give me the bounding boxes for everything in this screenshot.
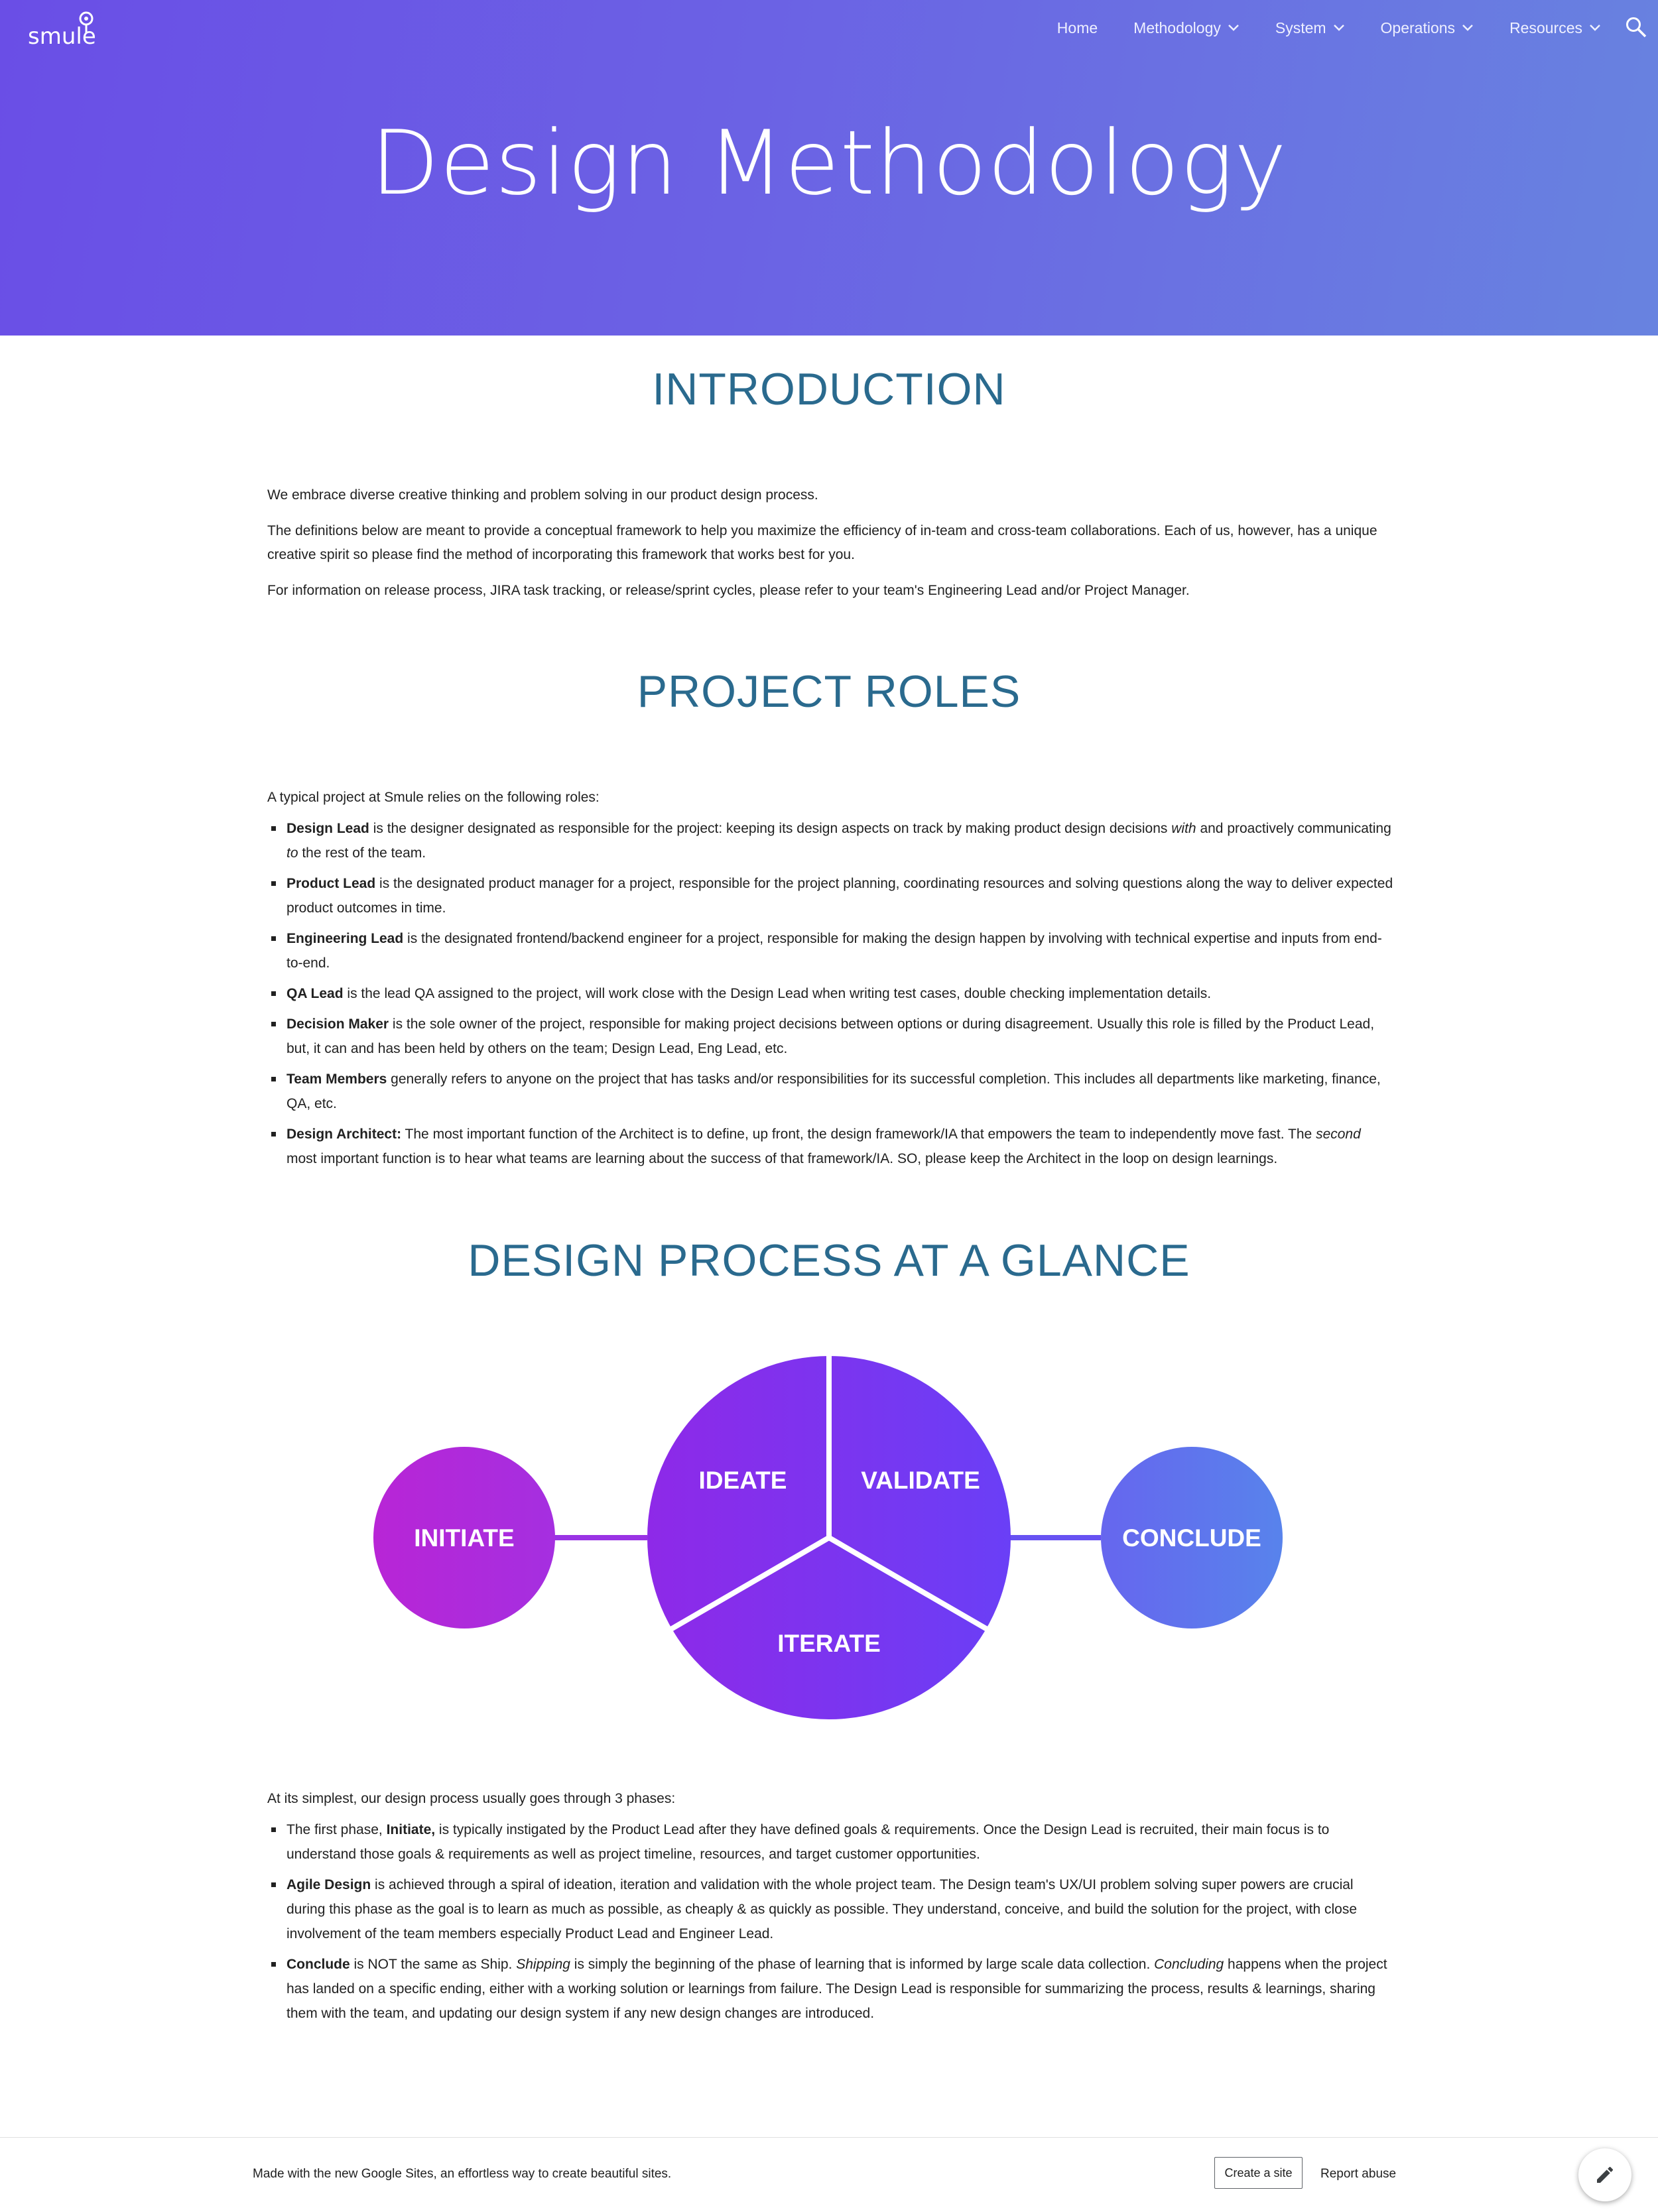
hero-banner: smule Home Methodology System Operations…	[0, 0, 1658, 336]
role-term: Product Lead	[287, 876, 376, 891]
validate-label: VALIDATE	[861, 1467, 980, 1494]
edit-button[interactable]	[1578, 2148, 1631, 2201]
list-item: Conclude is NOT the same as Ship. Shippi…	[267, 1952, 1395, 2026]
process-list: The first phase, Initiate, is typically …	[267, 1817, 1395, 2032]
nav-home[interactable]: Home	[1057, 19, 1098, 37]
role-text: the rest of the team.	[298, 845, 426, 861]
role-text: is the designated product manager for a …	[287, 876, 1393, 916]
process-text: is NOT the same as Ship.	[350, 1957, 517, 1972]
list-item: Engineering Lead is the designated front…	[267, 926, 1395, 975]
role-text: generally refers to anyone on the projec…	[287, 1072, 1381, 1111]
process-text: happens when the project has landed on a…	[287, 1957, 1387, 2021]
design-process-diagram: INITIATE IDEATE VALIDATE ITERATE CONCLUD…	[373, 1353, 1283, 1719]
role-term: Engineering Lead	[287, 931, 404, 946]
process-text: is typically instigated by the Product L…	[287, 1822, 1330, 1862]
role-term: Design Lead	[287, 821, 369, 836]
role-text: is the lead QA assigned to the project, …	[343, 986, 1212, 1001]
logo-text: smule	[28, 23, 96, 49]
footer-divider	[0, 2137, 1658, 2138]
intro-paragraph: For information on release process, JIRA…	[267, 583, 1190, 598]
nav-home-label: Home	[1056, 19, 1098, 36]
process-heading: DESIGN PROCESS AT A GLANCE	[468, 1235, 1190, 1286]
process-text: is achieved through a spiral of ideation…	[287, 1877, 1358, 1941]
process-text: is simply the beginning of the phase of …	[570, 1957, 1155, 1972]
role-term: Decision Maker	[287, 1016, 389, 1032]
report-abuse-link[interactable]: Report abuse	[1320, 2167, 1397, 2181]
role-text: most important function is to hear what …	[287, 1151, 1278, 1166]
role-text: is the designer designated as responsibl…	[369, 821, 1172, 836]
nav-system-label: System	[1275, 19, 1326, 36]
footer-text: Made with the new Google Sites, an effor…	[253, 2167, 672, 2181]
top-nav: Home Methodology System Operations Resou…	[1057, 15, 1601, 41]
list-item: QA Lead is the lead QA assigned to the p…	[267, 981, 1395, 1006]
nav-system[interactable]: System	[1275, 19, 1345, 37]
role-term: QA Lead	[287, 986, 344, 1001]
role-term: Design Architect:	[287, 1127, 402, 1142]
intro-paragraph: The definitions below are meant to provi…	[267, 523, 1377, 562]
role-emphasis: second	[1316, 1127, 1361, 1142]
process-term: Initiate,	[386, 1822, 436, 1837]
role-text: is the sole owner of the project, respon…	[287, 1016, 1375, 1056]
role-text: is the designated frontend/backend engin…	[287, 931, 1382, 971]
iterate-label: ITERATE	[777, 1630, 881, 1657]
roles-list: Design Lead is the designer designated a…	[267, 816, 1395, 1177]
list-item: Team Members generally refers to anyone …	[267, 1067, 1395, 1116]
create-site-button[interactable]: Create a site	[1214, 2157, 1303, 2189]
process-emphasis: Concluding	[1154, 1957, 1224, 1972]
search-icon[interactable]	[1625, 16, 1647, 38]
nav-methodology-label: Methodology	[1133, 19, 1221, 36]
process-text: The first phase,	[287, 1822, 387, 1837]
ideate-label: IDEATE	[699, 1467, 787, 1494]
role-term: Team Members	[287, 1072, 387, 1087]
initiate-label: INITIATE	[414, 1524, 514, 1552]
role-emphasis: to	[287, 845, 298, 861]
role-text: and proactively communicating	[1196, 821, 1391, 836]
nav-operations-label: Operations	[1380, 19, 1456, 36]
core-dividers	[668, 1353, 990, 1632]
intro-body: We embrace diverse creative thinking and…	[267, 483, 1395, 615]
list-item: Decision Maker is the sole owner of the …	[267, 1012, 1395, 1061]
intro-paragraph: We embrace diverse creative thinking and…	[267, 487, 818, 503]
list-item: The first phase, Initiate, is typically …	[267, 1817, 1395, 1867]
process-term: Conclude	[287, 1957, 350, 1972]
initiate-circle	[373, 1447, 555, 1628]
conclude-label: CONCLUDE	[1122, 1524, 1261, 1552]
list-item: Design Lead is the designer designated a…	[267, 816, 1395, 865]
roles-heading: PROJECT ROLES	[637, 666, 1021, 717]
chevron-down-icon	[1228, 25, 1239, 31]
smule-logo[interactable]: smule	[27, 9, 106, 49]
list-item: Design Architect: The most important fun…	[267, 1122, 1395, 1171]
intro-heading: INTRODUCTION	[652, 364, 1006, 414]
nav-operations[interactable]: Operations	[1381, 19, 1474, 37]
role-text: The most important function of the Archi…	[401, 1127, 1316, 1142]
nav-methodology[interactable]: Methodology	[1133, 19, 1240, 37]
page-title: Design Methodology	[370, 111, 1288, 215]
chevron-down-icon	[1333, 25, 1344, 31]
conclude-circle	[1101, 1447, 1283, 1628]
role-emphasis: with	[1171, 821, 1196, 836]
pencil-icon	[1597, 2166, 1614, 2183]
list-item: Agile Design is achieved through a spira…	[267, 1873, 1395, 1946]
process-emphasis: Shipping	[516, 1957, 570, 1972]
chevron-down-icon	[1590, 25, 1600, 31]
list-item: Product Lead is the designated product m…	[267, 871, 1395, 920]
connector-line-right	[1008, 1535, 1101, 1540]
connector-line-left	[554, 1535, 647, 1540]
nav-resources[interactable]: Resources	[1509, 19, 1601, 37]
nav-resources-label: Resources	[1509, 19, 1582, 36]
process-term: Agile Design	[287, 1877, 371, 1892]
chevron-down-icon	[1462, 25, 1473, 31]
roles-lead: A typical project at Smule relies on the…	[267, 790, 600, 805]
process-lead: At its simplest, our design process usua…	[267, 1791, 676, 1806]
